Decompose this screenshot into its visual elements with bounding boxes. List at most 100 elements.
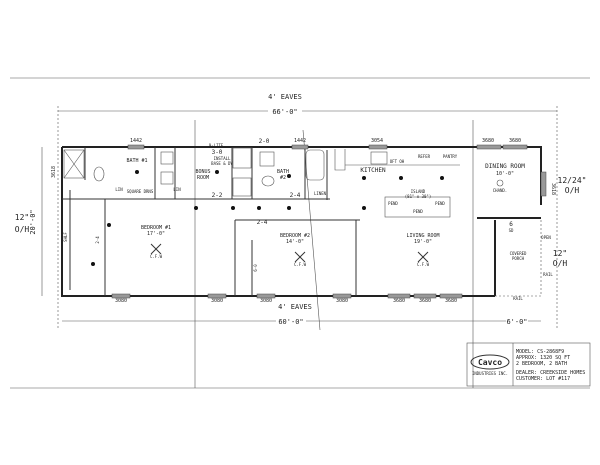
water-heater-icon: [232, 147, 252, 169]
nine-lite-door-label: 9-LITE: [209, 143, 224, 148]
window-label: 1442: [130, 138, 142, 144]
shelf-label: SHLF: [63, 232, 68, 242]
opening-label: OPEN: [541, 235, 551, 240]
porch-light-label: 6: [509, 221, 513, 228]
shower-stall: [63, 149, 85, 179]
window: [368, 144, 388, 150]
window-label: 3680: [445, 298, 457, 304]
right-overhang-label: 12/24": [558, 176, 587, 185]
window-label: 3054: [371, 138, 383, 144]
island-size-label: (81" x 30"): [405, 194, 432, 199]
window: [291, 144, 309, 150]
window: [439, 293, 463, 299]
approx-label: APPROX: 1320 SQ FT: [516, 355, 570, 361]
top-eaves-label: 4' EAVES: [268, 93, 302, 101]
room-label-bonus-2: ROOM: [197, 175, 209, 181]
door-size-label: 2-2: [212, 192, 223, 199]
model-label: MODEL: CS-2868F9: [516, 349, 564, 355]
window-label: 3080: [115, 298, 127, 304]
window: [502, 144, 528, 150]
closet-size-label: 6-0: [253, 264, 258, 272]
end-window-label: 3618: [51, 166, 57, 178]
room-label-bath1: BATH #1: [126, 158, 147, 164]
room-label-bedroom2: BEDROOM #2: [280, 233, 310, 239]
door-size-label: 2-0: [259, 138, 270, 145]
island-counter: [384, 196, 451, 218]
room-label-dining: DINING ROOM: [485, 163, 525, 170]
room-label-kitchen: KITCHEN: [360, 167, 386, 174]
install-label: INSTALL: [214, 156, 231, 161]
room-label-living: LIVING ROOM: [406, 233, 439, 239]
fan-label: C.F.W: [294, 262, 307, 267]
door-size-label: 2-4: [257, 219, 268, 226]
chandelier-icon: [496, 179, 504, 187]
ceiling-fan-icon: [150, 243, 162, 255]
left-overhang-label: 12": [15, 213, 29, 222]
porch-rail: [495, 218, 542, 297]
section-line: [302, 129, 321, 331]
room-label-bedroom1: BEDROOM #1: [141, 225, 171, 231]
linen-label: LINEN: [314, 191, 327, 196]
door-size-label: 2-4: [95, 236, 100, 244]
sd-label: SD: [509, 228, 514, 233]
bedroom2-size: 14'-0": [286, 239, 304, 245]
window: [127, 144, 145, 150]
exterior-wall: [62, 146, 542, 205]
bathtub-icon: [305, 149, 325, 181]
overall-length-label: 66'-0": [272, 108, 297, 116]
ceiling-fan-icon: [294, 251, 306, 263]
oft-oh-label: OFT OH: [390, 159, 405, 164]
door-size-label: 3-0: [212, 149, 223, 156]
dining-size: 10'-0": [496, 171, 514, 177]
pendant-label: PEND: [388, 201, 398, 206]
porch-overhang-label: 12": [553, 249, 567, 258]
sink-icon: [259, 151, 275, 167]
sink-icon: [160, 171, 174, 185]
window: [387, 293, 411, 299]
pendant-label: PEND: [435, 201, 445, 206]
window: [413, 293, 437, 299]
pendant-label: PEND: [413, 209, 423, 214]
fan-label: C.F.W: [150, 254, 163, 259]
company-logo: [470, 354, 510, 370]
ceiling-lights: [91, 170, 444, 266]
washer-icon: [232, 177, 252, 197]
rail-label: RAIL: [543, 272, 553, 277]
dealer-label: DEALER: CREEKSIDE HOMES: [516, 370, 585, 376]
window-label: 3680: [419, 298, 431, 304]
window: [256, 293, 276, 299]
body-length-label: 60'-0": [278, 318, 303, 326]
lin-label: LIN: [115, 187, 123, 192]
square-drns-label: SQUARE DRNS: [127, 189, 154, 194]
kitchen-sink-icon: [370, 151, 388, 165]
room-label-bath2-num: #2: [280, 175, 286, 181]
width-label: 20'-0": [29, 209, 37, 234]
dining-window-label: 3618: [550, 183, 556, 195]
pantry-label: PANTRY: [443, 154, 458, 159]
washer-dryer-label: BASE & DV: [211, 161, 233, 166]
left-overhang-oh: O/H: [15, 225, 30, 234]
bedroom1-size: 17'-0": [147, 231, 165, 237]
logo-subtext: INDUSTRIES INC.: [472, 371, 508, 376]
dining-bay-window: [540, 171, 547, 197]
room-label-porch-2: PORCH: [512, 256, 525, 261]
lin-label: LIN: [173, 187, 181, 192]
window: [476, 144, 502, 150]
living-size: 19'-0": [414, 239, 432, 245]
window: [207, 293, 227, 299]
counter: [334, 149, 346, 171]
porch-overhang-oh: O/H: [553, 259, 568, 268]
porch-length-label: 6'-0": [506, 318, 527, 326]
rail-label: RAIL: [513, 296, 523, 301]
room-label-bath2: BATH: [277, 169, 289, 175]
window-label: 3680: [509, 138, 521, 144]
door-size-label: 2-4: [290, 192, 301, 199]
beds-label: 2 BEDROOM, 2 BATH: [516, 361, 567, 367]
room-label-porch: COVERED: [510, 251, 527, 256]
window-label: 3080: [336, 298, 348, 304]
logo-text: Cavco: [478, 358, 502, 367]
bottom-eaves-label: 4' EAVES: [278, 303, 312, 311]
refer-label: REFER: [418, 154, 431, 159]
